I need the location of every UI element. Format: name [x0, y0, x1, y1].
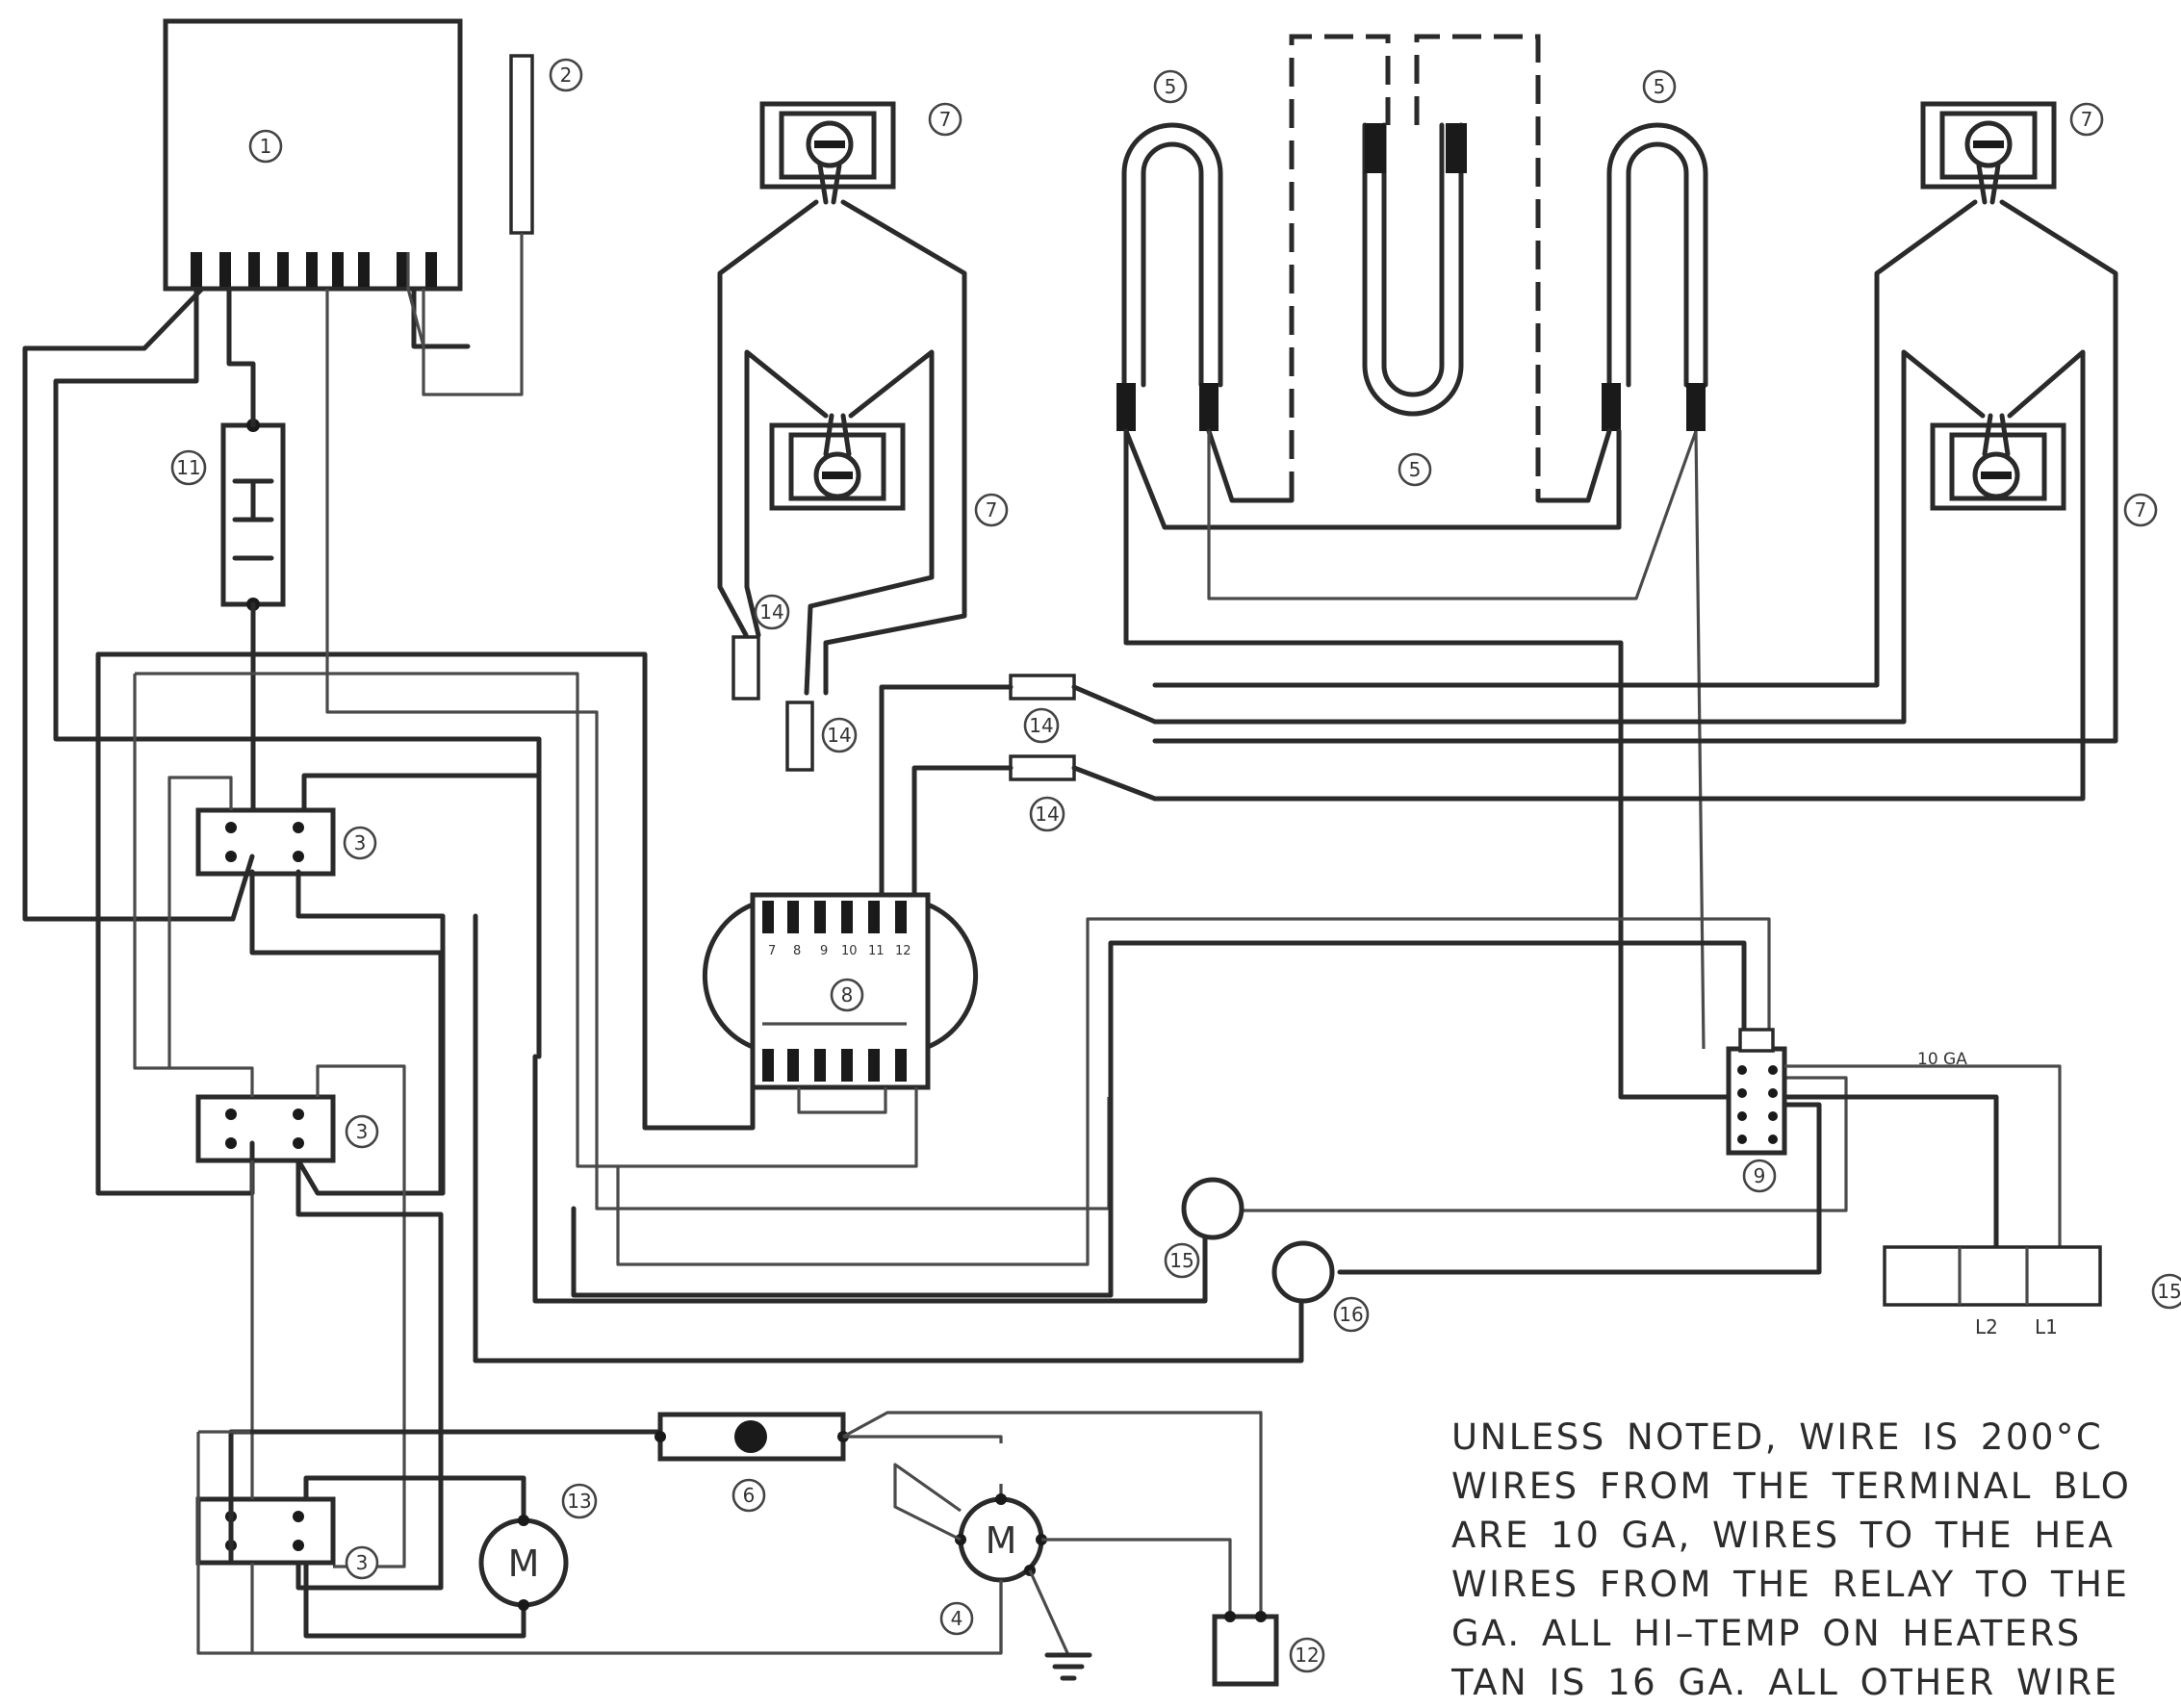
left-lamp-wiring	[717, 199, 967, 696]
callout-14-d: 14	[1029, 796, 1065, 832]
callout-14-a: 14	[754, 594, 790, 630]
svg-text:7: 7	[986, 498, 998, 522]
terminal-block: 10 GA L2 L1	[1883, 1050, 2102, 1338]
terminal-l1-label: L1	[2035, 1315, 2058, 1338]
svg-text:7: 7	[939, 108, 952, 131]
svg-text:6: 6	[743, 1484, 756, 1507]
callout-8: 8	[830, 978, 864, 1012]
blower-motor: M	[893, 1463, 1232, 1681]
callout-16: 16	[1333, 1296, 1370, 1333]
svg-text:4: 4	[951, 1607, 963, 1630]
svg-text:12: 12	[1295, 1644, 1319, 1667]
callout-5-right: 5	[1642, 69, 1677, 104]
callout-3-upper: 3	[343, 826, 377, 860]
svg-text:2: 2	[560, 64, 573, 87]
svg-text:13: 13	[567, 1490, 591, 1513]
svg-text:5: 5	[1409, 458, 1422, 481]
thermostat-15	[1181, 1177, 1244, 1240]
note-line: ARE 10 GA, WIRES TO THE HEA	[1451, 1515, 2116, 1556]
svg-text:8: 8	[841, 983, 854, 1007]
lamp-top-left	[759, 101, 896, 205]
callout-11: 11	[170, 449, 207, 486]
svg-text:3: 3	[354, 831, 367, 854]
svg-text:5: 5	[1165, 75, 1177, 98]
svg-text:14: 14	[759, 600, 783, 624]
callout-5-left: 5	[1153, 69, 1188, 104]
callout-14-b: 14	[821, 717, 858, 753]
relay-pin-label: 8	[793, 944, 801, 958]
switch-lower	[195, 1496, 336, 1566]
callout-15-block: 15	[2151, 1273, 2181, 1310]
capacitor	[1212, 1611, 1279, 1687]
callout-3-lower: 3	[345, 1545, 379, 1580]
callout-7-mid-left: 7	[974, 493, 1009, 527]
svg-text:14: 14	[827, 724, 851, 747]
callout-6: 6	[731, 1478, 766, 1513]
bus-wiring	[473, 913, 1848, 1364]
motor-symbol: M	[508, 1542, 540, 1585]
svg-text:11: 11	[176, 456, 200, 479]
right-lamp-wiring	[1152, 199, 2118, 802]
callout-4: 4	[939, 1601, 974, 1636]
note-line: WIRES FROM THE TERMINAL BLO	[1451, 1466, 2132, 1507]
relay-pin-label: 7	[768, 944, 776, 958]
callout-9: 9	[1742, 1159, 1777, 1193]
callout-1: 1	[248, 129, 283, 164]
switch-upper	[195, 807, 336, 877]
callout-5-middle: 5	[1398, 452, 1432, 487]
relay-pin-label: 10	[841, 944, 858, 958]
relay-pin-label: 11	[868, 944, 885, 958]
note-line: UNLESS NOTED, WIRE IS 200°C	[1451, 1416, 2104, 1458]
relay-pin-label: 9	[820, 944, 828, 958]
callout-7-mid-right: 7	[2123, 493, 2158, 527]
callout-12: 12	[1289, 1637, 1325, 1673]
callouts: 1 2 5 5 5 7 7 7 7 11 14 14 14 14 3 3 3 8…	[170, 58, 2181, 1673]
svg-text:7: 7	[2081, 108, 2093, 131]
svg-text:14: 14	[1029, 714, 1053, 737]
switch-middle	[195, 1094, 336, 1163]
left-harness	[22, 233, 1111, 1655]
svg-text:16: 16	[1339, 1303, 1363, 1326]
thermostat-16	[1271, 1240, 1335, 1304]
note-line: TAN IS 16 GA. ALL OTHER WIRE	[1451, 1662, 2119, 1703]
callout-7-top-left: 7	[928, 102, 962, 137]
heating-elements	[1116, 34, 1735, 1100]
svg-text:1: 1	[260, 135, 272, 158]
gauge-label: 10 GA	[1917, 1050, 1967, 1069]
terminal-connector	[1726, 1028, 2062, 1250]
terminal-l2-label: L2	[1975, 1315, 1998, 1338]
fan-motor: M	[478, 1515, 569, 1611]
relay-pin-label: 12	[895, 944, 911, 958]
connectors	[731, 635, 1877, 898]
lamp-top-right	[1920, 101, 2057, 205]
note-line: GA. ALL HI–TEMP ON HEATERS	[1451, 1613, 2082, 1654]
motor-symbol: M	[986, 1519, 1017, 1562]
callout-15-thermostat: 15	[1164, 1242, 1200, 1279]
relay: 7 8 9 10 11 12	[702, 892, 979, 1114]
svg-text:15: 15	[2157, 1280, 2181, 1303]
svg-text:9: 9	[1754, 1164, 1766, 1187]
svg-text:3: 3	[356, 1120, 369, 1143]
svg-text:14: 14	[1035, 803, 1059, 826]
callout-7-top-right: 7	[2069, 102, 2104, 137]
svg-text:15: 15	[1169, 1249, 1193, 1272]
svg-text:3: 3	[356, 1551, 369, 1574]
svg-text:7: 7	[2135, 498, 2147, 522]
control-board	[163, 18, 463, 292]
callout-13: 13	[561, 1483, 598, 1519]
callout-2: 2	[549, 58, 583, 92]
wiring-note: UNLESS NOTED, WIRE IS 200°C WIRES FROM T…	[1451, 1413, 2181, 1707]
callout-14-c: 14	[1023, 707, 1060, 744]
temperature-probe	[509, 54, 534, 235]
svg-text:5: 5	[1654, 75, 1666, 98]
note-line: WIRES FROM THE RELAY TO THE	[1451, 1564, 2130, 1605]
lamp-mid-left	[769, 413, 906, 511]
callout-3-middle: 3	[345, 1114, 379, 1149]
lamp-mid-right	[1930, 413, 2066, 511]
fuse	[654, 1411, 1263, 1617]
thermal-cutout	[220, 286, 286, 813]
